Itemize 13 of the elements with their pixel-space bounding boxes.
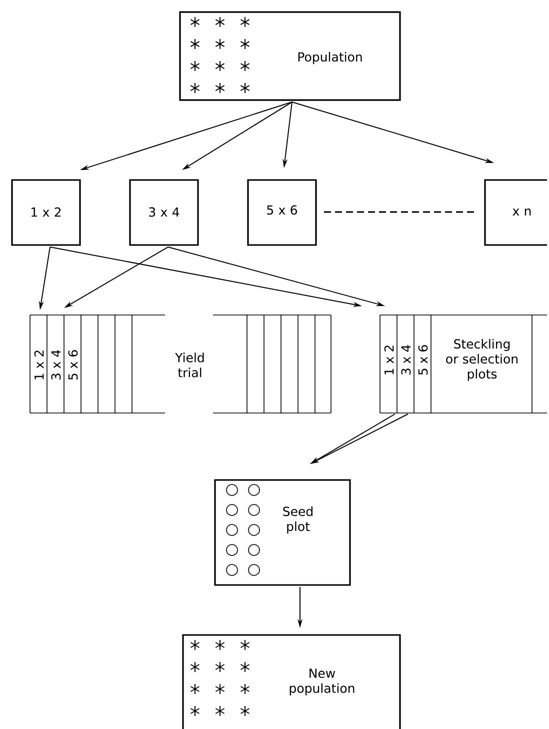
plot-row-label: 3 x 4: [401, 345, 411, 375]
plot-row-label: 1 x 2: [34, 350, 44, 380]
plot-row-label: 5 x 6: [418, 345, 428, 375]
plot-row-label: 1 x 2: [384, 346, 394, 374]
population-box: New population: [182, 634, 401, 729]
cross-box: 1 x 2: [11, 179, 81, 246]
seed-plot-box: Seed plot: [214, 479, 351, 586]
cross-box: x n: [484, 179, 547, 246]
plot-row-label: 3 x 4: [51, 350, 61, 380]
population-box: Population: [179, 11, 401, 101]
cross-box: 5 x 6: [247, 179, 317, 246]
cross-box: 3 x 4: [129, 179, 199, 246]
plot-row-label: 5 x 6: [68, 350, 78, 380]
